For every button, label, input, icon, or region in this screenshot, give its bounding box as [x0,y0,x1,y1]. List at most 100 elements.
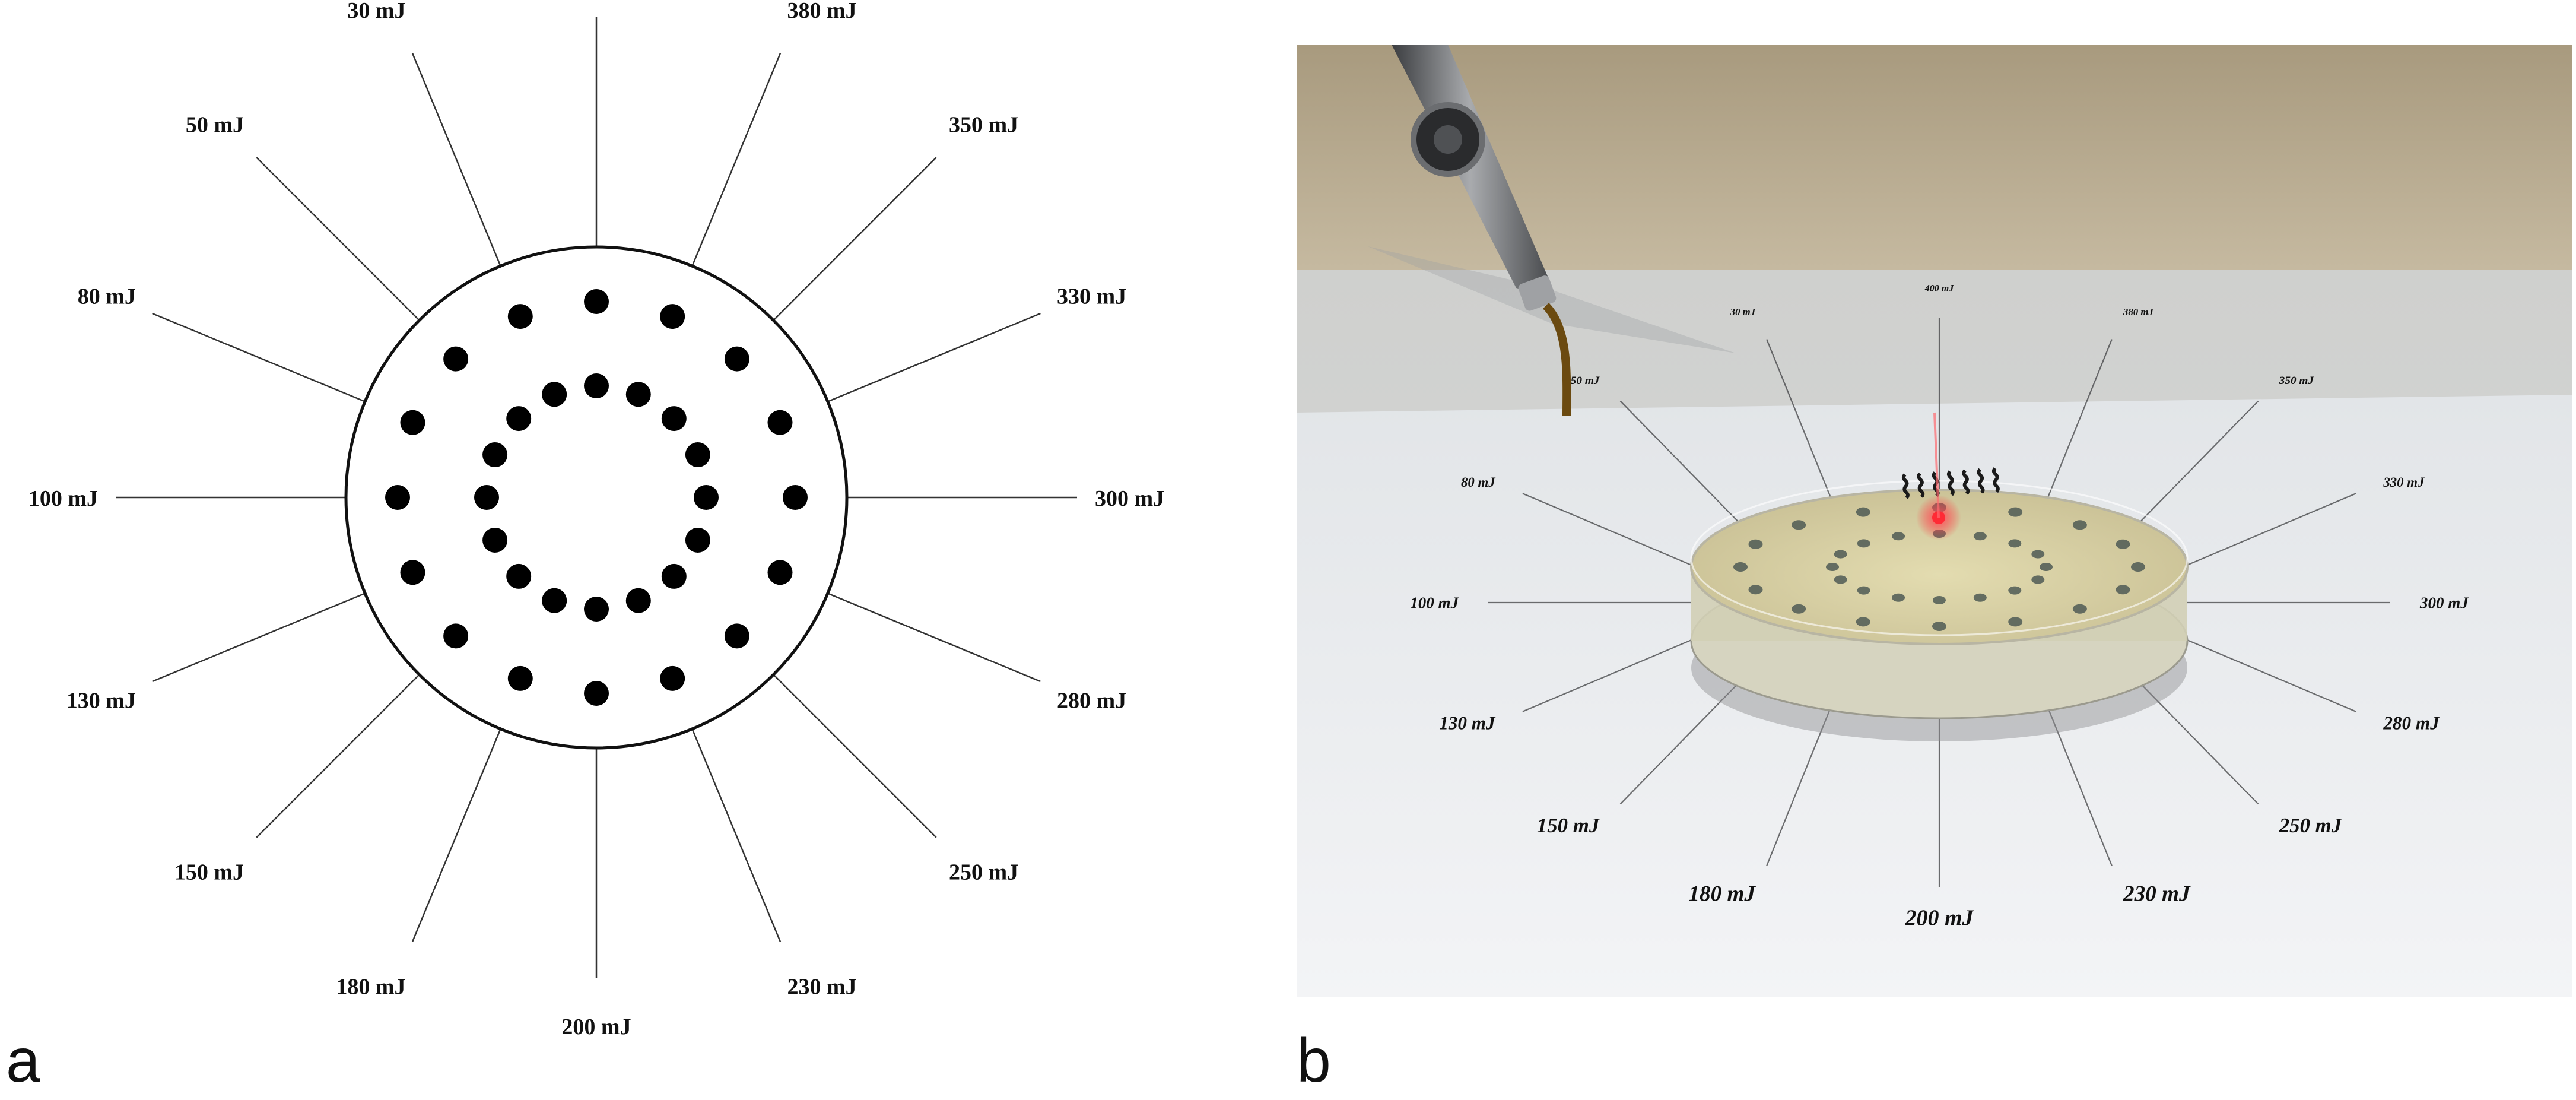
radial-line [152,592,366,683]
dish-outer-dot [1856,507,1870,517]
energy-label: 230 mJ [787,974,856,999]
outer-dot [724,346,749,372]
dish-inner-dot [1834,550,1847,559]
energy-label: 150 mJ [174,860,244,885]
template-label: 380 mJ [2123,306,2153,318]
laser-beam [1933,412,1940,518]
template-label: 180 mJ [1688,882,1756,906]
dish-outer-dot [1932,622,1946,631]
panel-label-b: b [1297,1026,1331,1095]
dish-inner-dot [1826,563,1839,571]
dish-inner-dot [1973,593,1987,602]
radial-line [773,157,937,321]
energy-label: 330 mJ [1057,284,1126,309]
inner-dot [506,406,532,432]
outer-dot [400,410,425,435]
inner-dot [584,373,609,398]
radial-line [691,53,782,267]
inner-dot [584,597,609,622]
dish-inner-dot [2008,539,2022,548]
outer-dot [584,289,609,314]
inner-dot [694,485,719,510]
radial-line [827,592,1041,683]
energy-label: 80 mJ [78,284,136,309]
outer-dot [507,304,533,329]
template-line [1522,493,1711,574]
inner-dot [542,588,567,613]
energy-label: 280 mJ [1057,689,1126,714]
template-label: 80 mJ [1461,475,1495,490]
radial-line [152,312,366,402]
dish-inner-dot [1834,575,1847,584]
energy-label: 100 mJ [28,486,98,511]
outer-dot [584,681,609,706]
dish-inner-dot [2031,550,2045,559]
outer-dot [443,346,469,372]
dish-outer-dot [2116,585,2130,595]
dish-inner-dot [2040,563,2053,571]
energy-label: 350 mJ [949,113,1018,138]
dot-pattern [385,289,808,706]
template-label: 100 mJ [1410,594,1459,611]
template-label: 30 mJ [1730,306,1756,318]
template-line [2168,631,2356,712]
inner-dot [685,527,710,553]
dish-outer-dot [2072,604,2087,614]
energy-label: 130 mJ [66,689,136,714]
agar-surface [1690,489,2189,645]
handpiece-knob-center [1434,125,1462,154]
dish-inner-dot [1892,532,1905,541]
inner-dot [482,442,508,468]
inner-dot [482,527,508,553]
template-label: 400 mJ [1924,284,1954,294]
radial-line [773,674,937,838]
dish-outer-dot [1748,539,1763,549]
template-label: 300 mJ [2419,594,2469,611]
template-label: 250 mJ [2279,814,2343,837]
panel-label-a: a [6,1026,40,1095]
dish-outer-dot [2072,520,2087,530]
dish-inner-dot [1857,539,1870,548]
template-label: 350 mJ [2279,375,2315,387]
dish-outer-dot [2116,539,2130,549]
inner-dot [474,485,499,510]
template-label: 130 mJ [1439,713,1496,734]
inner-dot [625,588,651,613]
dish-dots [1733,503,2145,631]
outer-dot [400,560,425,585]
radial-line [411,53,501,267]
dish-inner-dot [1892,593,1905,602]
outer-dot [507,665,533,691]
outer-dot [385,485,410,510]
petri-dish-outline [344,245,849,750]
handpiece-nozzle [1518,275,1557,311]
template-label: 150 mJ [1537,814,1600,837]
dish-inner-dot [2031,575,2045,584]
dish-outer-dot [2008,617,2023,627]
inner-dot [542,382,567,407]
energy-label: 300 mJ [1095,486,1164,511]
dish-inner-dot [1857,586,1870,595]
dish-outer-dot [1733,562,1748,572]
template-label: 330 mJ [2383,475,2425,490]
template-label: 230 mJ [2123,882,2191,906]
dish-outer-dot [1792,604,1806,614]
radial-line [827,312,1041,402]
dish-inner-dot [1933,596,1946,604]
dish-outer-dot [2008,507,2023,517]
template-line [1522,631,1711,712]
energy-label: 200 mJ [561,1015,631,1039]
optical-fiber [1542,303,1571,416]
outer-dot [660,304,685,329]
inner-dot [661,406,687,432]
outer-dot [660,665,685,691]
dish-outer-dot [1856,617,1870,627]
inner-dot [661,563,687,589]
radial-line [411,728,501,942]
radial-lines [116,17,1077,978]
template-label: 200 mJ [1904,905,1974,930]
